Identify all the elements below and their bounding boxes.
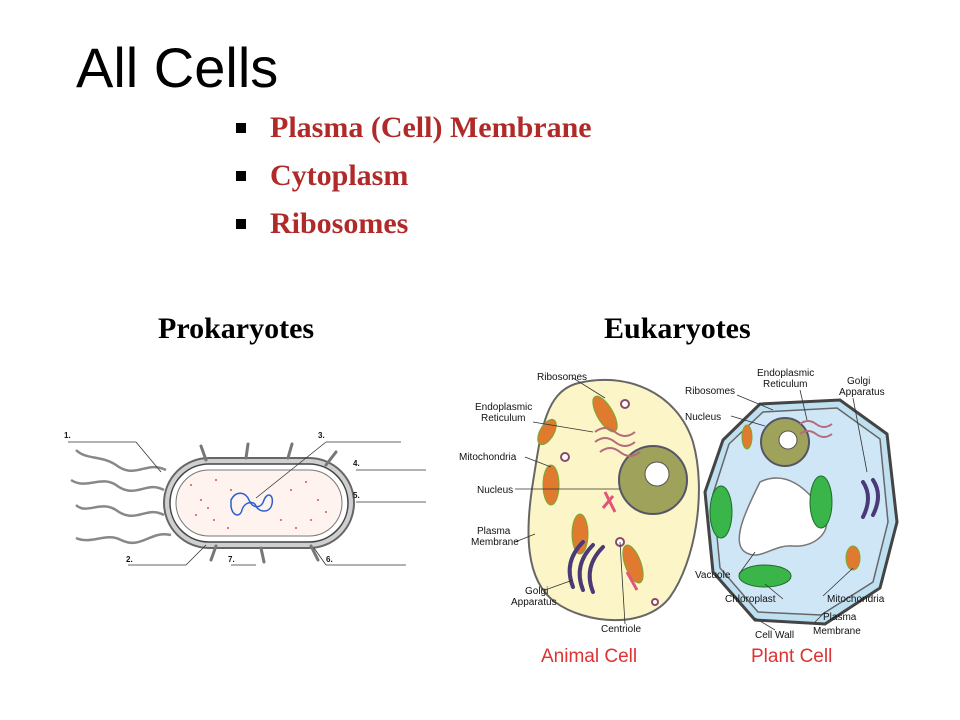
plant-label-vacuole: Vacuole [695, 570, 731, 581]
plant-label-er-2: Reticulum [763, 379, 807, 390]
plant-label-membrane: Plasma [823, 612, 857, 623]
animal-label-nucleus: Nucleus [477, 485, 513, 496]
square-bullet-icon [236, 219, 246, 229]
animal-mitochondrion [622, 544, 644, 584]
nucleoid-dna [230, 492, 274, 516]
slide-title: All Cells [76, 36, 279, 99]
prokaryote-diagram: 1. 2. 3. 4. 5. 6. 7. [64, 431, 426, 566]
plant-vacuole [738, 477, 828, 556]
animal-label-golgi: Golgi [525, 586, 548, 597]
animal-label-er-2: Reticulum [481, 413, 525, 424]
pili [199, 442, 338, 564]
animal-label-er: Endoplasmic [475, 402, 532, 413]
animal-label-ribosomes: Ribosomes [537, 372, 587, 383]
plant-chloroplast [709, 485, 733, 539]
label-2: 2. [126, 555, 133, 564]
plant-label-mitochondria: Mitochondria [827, 594, 885, 605]
animal-label-golgi-2: Apparatus [511, 597, 557, 608]
animal-label-membrane: Plasma [477, 526, 511, 537]
plant-golgi [861, 478, 880, 519]
label-3: 3. [318, 431, 325, 440]
label-6: 6. [326, 555, 333, 564]
label-1: 1. [64, 431, 71, 440]
label-lines [68, 441, 426, 566]
square-bullet-icon [236, 123, 246, 133]
plant-mitochondrion [741, 424, 753, 450]
plant-label-membrane-2: Membrane [813, 626, 861, 637]
animal-cell [527, 378, 700, 622]
animal-label-mitochondria: Mitochondria [459, 452, 517, 463]
plant-cell [703, 398, 899, 626]
animal-centrioles [601, 491, 639, 591]
plant-chloroplast [809, 475, 833, 529]
label-4: 4. [353, 459, 360, 468]
animal-golgi [567, 540, 605, 594]
animal-label-centriole: Centriole [601, 624, 641, 635]
plant-label-ribosomes: Ribosomes [685, 386, 735, 397]
eukaryotes-heading: Eukaryotes [604, 312, 751, 345]
plant-chloroplast [738, 564, 792, 588]
square-bullet-icon [236, 171, 246, 181]
eukaryote-diagram: Ribosomes Endoplasmic Reticulum Mitochon… [459, 368, 899, 667]
animal-cell-caption: Animal Cell [541, 646, 637, 667]
plant-mitochondrion [845, 545, 861, 571]
ribosomes [190, 479, 327, 529]
plant-label-chloroplast: Chloroplast [725, 594, 776, 605]
animal-er [594, 427, 641, 457]
animal-mitochondrion [571, 513, 589, 555]
plant-er [799, 420, 833, 438]
plant-nucleolus [778, 430, 798, 450]
plant-label-golgi-2: Apparatus [839, 387, 885, 398]
animal-label-membrane-2: Membrane [471, 537, 519, 548]
bullet-item: Ribosomes [236, 200, 592, 248]
animal-nucleolus [644, 461, 670, 487]
cytoplasm [175, 469, 343, 537]
plant-label-nucleus: Nucleus [685, 412, 721, 423]
bullet-list: Plasma (Cell) Membrane Cytoplasm Ribosom… [236, 104, 592, 248]
plant-label-er: Endoplasmic [757, 368, 814, 379]
label-5: 5. [353, 491, 360, 500]
bullet-item: Cytoplasm [236, 152, 592, 200]
label-7: 7. [228, 555, 235, 564]
animal-mitochondrion [537, 418, 557, 446]
plant-label-golgi: Golgi [847, 376, 870, 387]
prokaryotes-heading: Prokaryotes [158, 312, 315, 345]
plant-label-cell-wall: Cell Wall [755, 630, 794, 641]
flagella [70, 449, 172, 545]
bullet-item: Plasma (Cell) Membrane [236, 104, 592, 152]
eukaryote-label-lines [514, 377, 868, 631]
plant-cell-caption: Plant Cell [751, 646, 832, 667]
animal-mitochondrion [542, 464, 560, 506]
